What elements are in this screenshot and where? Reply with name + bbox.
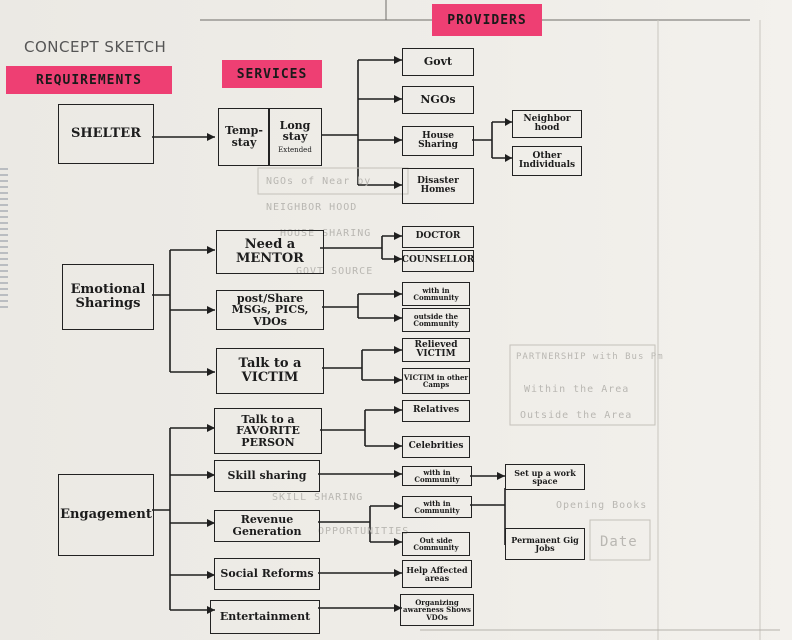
- requirement-shelter: SHELTER: [58, 104, 154, 164]
- faint-note: Date: [600, 534, 638, 550]
- provider-other-individuals: Other Individuals: [512, 146, 582, 176]
- provider-setup-workspace: Set up a work space: [505, 464, 585, 490]
- faint-note: Outside the Area: [520, 410, 633, 421]
- providers-header: PROVIDERS: [432, 4, 542, 36]
- service-revenue-generation: Revenue Generation: [214, 510, 320, 542]
- long-stay-note: Extended: [278, 145, 312, 154]
- requirements-header: REQUIREMENTS: [6, 66, 172, 94]
- long-stay-label: Long stay: [279, 118, 311, 144]
- faint-note: NEIGHBOR HOOD: [266, 202, 358, 213]
- service-entertainment: Entertainment: [210, 600, 320, 634]
- service-favorite-person: Talk to a FAVORITE PERSON: [214, 408, 322, 454]
- service-need-a-mentor: Need a MENTOR: [216, 230, 324, 274]
- service-social-reforms: Social Reforms: [214, 558, 320, 590]
- provider-permanent-gig-jobs: Permanent Gig Jobs: [505, 528, 585, 560]
- provider-ngos: NGOs: [402, 86, 474, 114]
- faint-note: GOVT SOURCE: [296, 266, 374, 277]
- provider-help-affected-areas: Help Affected areas: [402, 560, 472, 588]
- provider-govt: Govt: [402, 48, 474, 76]
- faint-note: NGOs of Near by: [266, 176, 372, 187]
- provider-relieved-victim: Relieved VICTIM: [402, 338, 470, 362]
- service-skill-sharing: Skill sharing: [214, 460, 320, 492]
- faint-note: Opening Books: [556, 500, 648, 511]
- service-temp-stay: Temp- stay: [218, 108, 270, 166]
- service-talk-to-victim: Talk to a VICTIM: [216, 348, 324, 394]
- provider-within-community-revenue: with in Community: [402, 496, 472, 518]
- service-post-share: post/Share MSGs, PICS, VDOs: [216, 290, 324, 330]
- provider-celebrities: Celebrities: [402, 436, 470, 458]
- provider-disaster-homes: Disaster Homes: [402, 168, 474, 204]
- service-long-stay: Long stay Extended: [268, 108, 322, 166]
- provider-relatives: Relatives: [402, 400, 470, 422]
- faint-note: OPPORTUNITIES: [318, 526, 410, 537]
- provider-neighborhood: Neighbor hood: [512, 110, 582, 138]
- provider-victim-other-camps: VICTIM in other Camps: [402, 368, 470, 394]
- provider-doctor: DOCTOR: [402, 226, 474, 248]
- faint-note: SKILL SHARING: [272, 492, 364, 503]
- provider-outside-community: outside the Community: [402, 308, 470, 332]
- provider-counsellor: COUNSELLOR: [402, 250, 474, 272]
- provider-house-sharing: House Sharing: [402, 126, 474, 156]
- faint-note: Within the Area: [524, 384, 630, 395]
- provider-outside-community-revenue: Out side Community: [402, 532, 470, 556]
- provider-organizing-shows: Organizing awareness Shows VDOs: [400, 594, 474, 626]
- binder-edge: [0, 168, 8, 308]
- requirement-engagement: Engagement: [58, 474, 154, 556]
- faint-note: HOUSE SHARING: [280, 228, 372, 239]
- provider-within-community: with in Community: [402, 282, 470, 306]
- faint-note: PARTNERSHIP with Bus Pm: [516, 352, 664, 362]
- provider-within-community-skill: with in Community: [402, 466, 472, 486]
- services-header: SERVICES: [222, 60, 322, 88]
- requirement-emotional-sharings: Emotional Sharings: [62, 264, 154, 330]
- page-title: CONCEPT SKETCH: [24, 38, 167, 56]
